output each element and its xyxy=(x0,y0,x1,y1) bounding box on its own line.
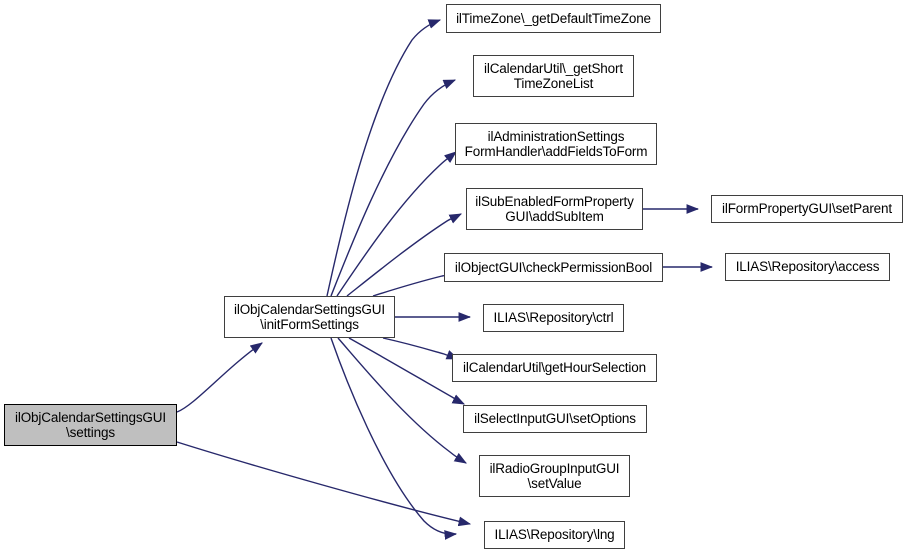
edge-settings-to-lng xyxy=(176,441,472,527)
graph-node-lng[interactable]: ILIAS\Repository\lng xyxy=(484,521,625,549)
edge-initFormSettings-to-getShortTimeZoneList xyxy=(330,79,457,297)
graph-node-settings[interactable]: ilObjCalendarSettingsGUI \settings xyxy=(4,404,177,446)
graph-node-initFormSettings[interactable]: ilObjCalendarSettingsGUI \initFormSettin… xyxy=(224,296,395,338)
edge-initFormSettings-to-setValue xyxy=(337,337,467,464)
graph-node-setParent[interactable]: ilFormPropertyGUI\setParent xyxy=(711,195,903,223)
graph-node-label: ILIAS\Repository\ctrl xyxy=(493,310,614,326)
graph-node-label: ilFormPropertyGUI\setParent xyxy=(722,201,892,217)
graph-node-access[interactable]: ILIAS\Repository\access xyxy=(725,253,890,281)
graph-node-setOptions[interactable]: ilSelectInputGUI\setOptions xyxy=(463,405,647,433)
graph-node-label: ilCalendarUtil\_getShort TimeZoneList xyxy=(484,60,623,92)
graph-node-addFieldsToForm[interactable]: ilAdministrationSettings FormHandler\add… xyxy=(455,123,657,165)
edge-settings-to-initFormSettings xyxy=(176,342,263,413)
graph-node-label: ilAdministrationSettings FormHandler\add… xyxy=(464,128,648,160)
graph-node-checkPermissionBool[interactable]: ilObjectGUI\checkPermissionBool xyxy=(444,253,663,282)
graph-node-label: ilObjCalendarSettingsGUI \settings xyxy=(15,409,166,441)
graph-node-getDefaultTimeZone[interactable]: ilTimeZone\_getDefaultTimeZone xyxy=(446,4,661,33)
graph-node-addSubItem[interactable]: ilSubEnabledFormProperty GUI\addSubItem xyxy=(466,188,643,230)
edge-initFormSettings-to-addFieldsToForm xyxy=(336,151,457,297)
edge-initFormSettings-to-setOptions xyxy=(348,337,466,405)
graph-node-label: ilRadioGroupInputGUI \setValue xyxy=(489,460,620,492)
edge-initFormSettings-to-lng xyxy=(330,337,458,540)
graph-node-label: ILIAS\Repository\lng xyxy=(494,527,615,543)
graph-node-setValue[interactable]: ilRadioGroupInputGUI \setValue xyxy=(479,455,630,497)
graph-node-label: ilSubEnabledFormProperty GUI\addSubItem xyxy=(475,193,634,225)
graph-node-label: ilSelectInputGUI\setOptions xyxy=(474,411,636,427)
graph-node-label: ilTimeZone\_getDefaultTimeZone xyxy=(456,10,651,26)
graph-node-ctrl[interactable]: ILIAS\Repository\ctrl xyxy=(483,304,624,332)
graph-node-label: ilObjectGUI\checkPermissionBool xyxy=(454,259,653,275)
graph-node-label: ILIAS\Repository\access xyxy=(735,259,880,275)
edge-initFormSettings-to-getDefaultTimeZone xyxy=(326,19,442,297)
graph-node-getHourSelection[interactable]: ilCalendarUtil\getHourSelection xyxy=(452,354,657,382)
edge-initFormSettings-to-getHourSelection xyxy=(382,337,460,360)
graph-node-getShortTimeZoneList[interactable]: ilCalendarUtil\_getShort TimeZoneList xyxy=(473,55,634,97)
graph-node-label: ilObjCalendarSettingsGUI \initFormSettin… xyxy=(234,301,385,333)
graph-node-label: ilCalendarUtil\getHourSelection xyxy=(463,360,646,376)
